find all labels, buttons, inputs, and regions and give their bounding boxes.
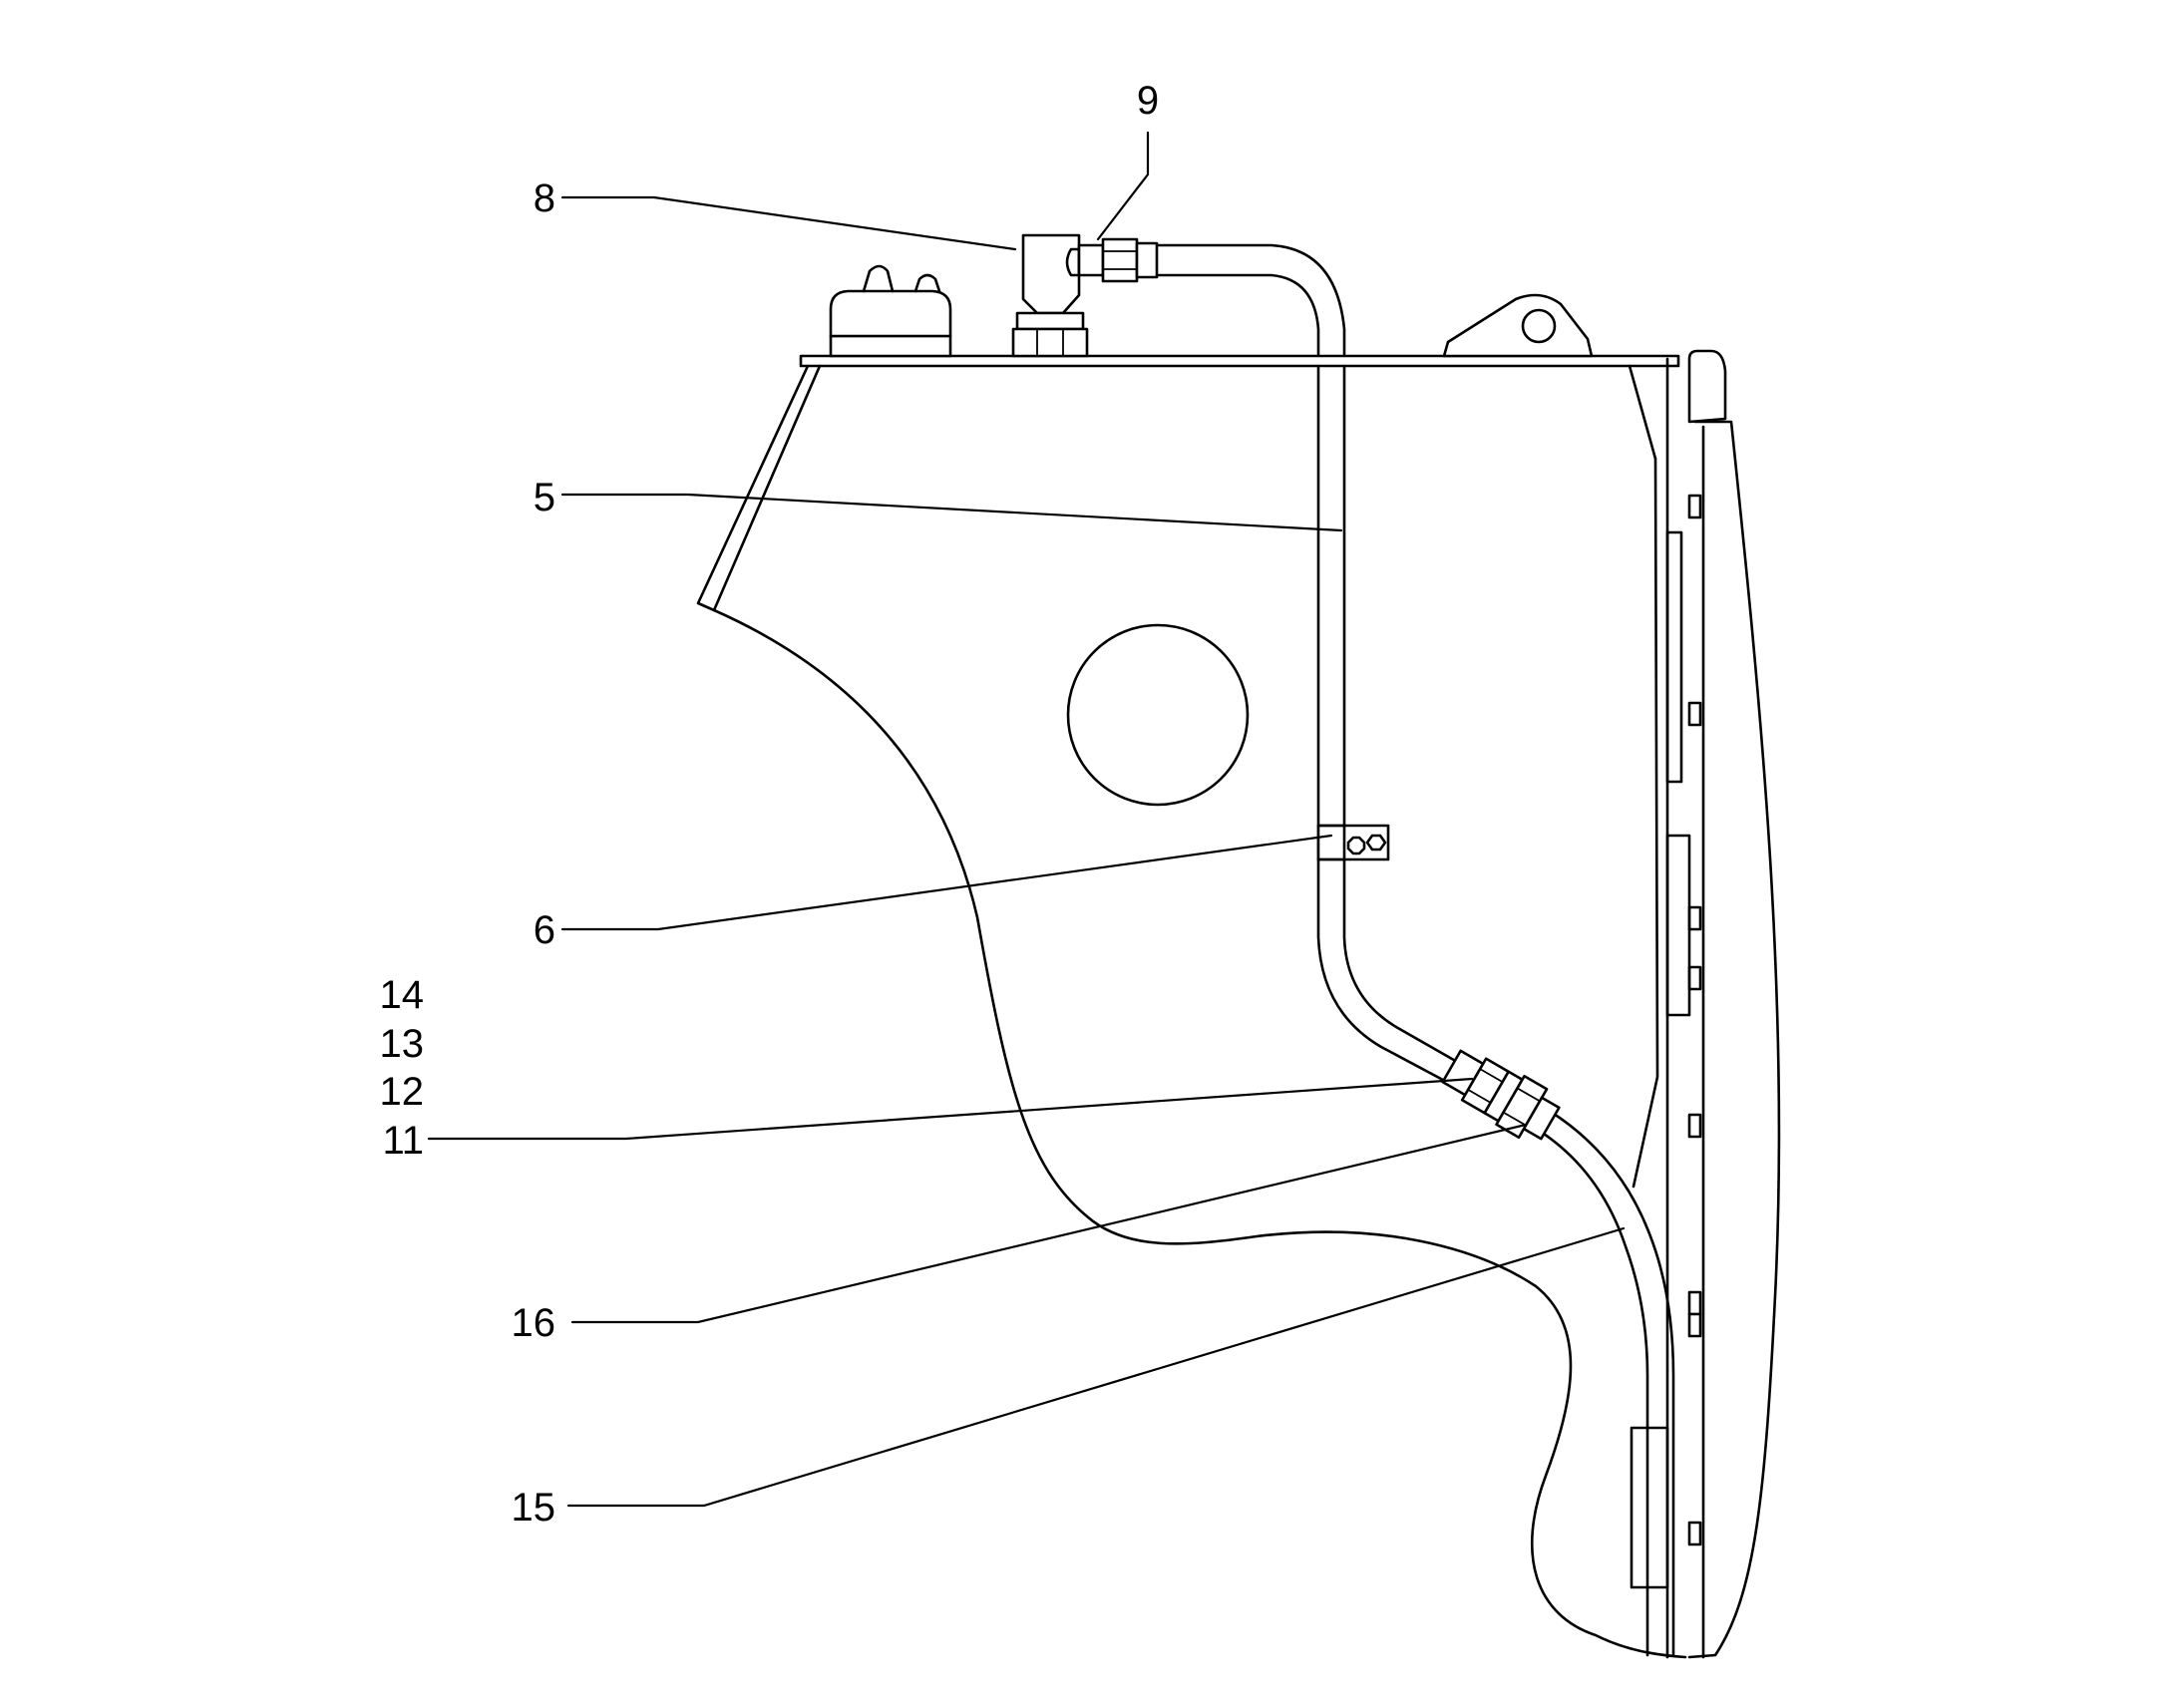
inspection-port [1066,623,1250,807]
callout-5: 5 [534,476,555,519]
leader-9 [1096,131,1150,241]
callout-14: 14 [380,973,425,1017]
leader-5 [560,493,1343,532]
panel-bolts [1687,494,1702,1546]
tank-body [696,293,1687,1659]
pipe [1145,243,1675,1657]
callout-11: 11 [382,1119,424,1163]
leader-15 [566,1226,1626,1508]
leader-11 [427,1077,1474,1141]
lifting-lug [1442,293,1594,358]
filler-cap [829,264,952,358]
callout-15: 15 [512,1486,556,1530]
callout-8: 8 [534,176,555,220]
elbow-fitting [1011,233,1089,358]
pipe-clamp [1316,824,1390,861]
leader-16 [570,1123,1528,1324]
rear-panel [1630,349,1781,1659]
leader-8 [560,195,1017,251]
leader-6 [560,834,1333,931]
callout-6: 6 [534,908,555,952]
callout-labels: 9 8 5 6 14 13 12 11 16 15 [380,79,1160,1530]
callout-12: 12 [380,1070,425,1114]
callout-16: 16 [512,1301,556,1345]
callout-13: 13 [380,1022,425,1066]
inline-fittings [1441,1049,1561,1141]
leader-lines [427,131,1626,1508]
callout-9: 9 [1137,79,1159,123]
union-fitting [1077,237,1159,283]
